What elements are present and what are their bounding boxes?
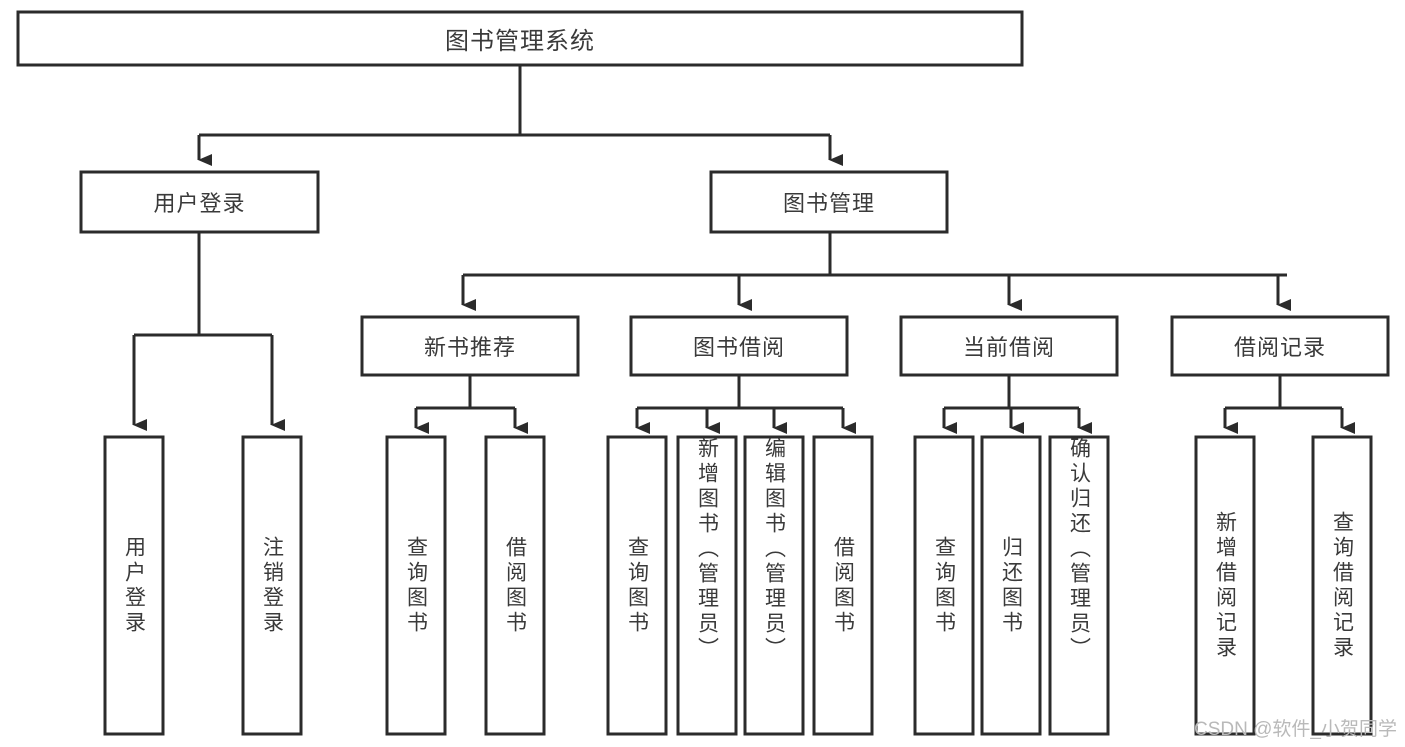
- node-leaf-confirm-return[interactable]: [1048, 435, 1110, 736]
- node-leaf-query-record[interactable]: [1311, 435, 1373, 736]
- node-leaf-borrow-book-1[interactable]: [484, 435, 546, 736]
- node-leaf-edit-book[interactable]: [743, 435, 805, 736]
- csdn-watermark: CSDN @软件_小贺同学: [1194, 719, 1397, 740]
- node-leaf-query-book-2[interactable]: [606, 435, 668, 736]
- node-book-management[interactable]: [709, 170, 949, 234]
- node-user-login[interactable]: [79, 170, 320, 234]
- node-leaf-query-book-1[interactable]: [385, 435, 447, 736]
- node-borrow-records[interactable]: [1170, 315, 1390, 377]
- node-leaf-user-login[interactable]: [103, 435, 165, 736]
- node-leaf-borrow-book-2[interactable]: [812, 435, 874, 736]
- node-leaf-query-book-3[interactable]: [913, 435, 975, 736]
- node-root-book-management-system[interactable]: [16, 10, 1024, 67]
- node-current-borrow[interactable]: [899, 315, 1119, 377]
- node-leaf-add-book[interactable]: [676, 435, 738, 736]
- node-leaf-logout[interactable]: [241, 435, 303, 736]
- node-leaf-add-record[interactable]: [1194, 435, 1256, 736]
- node-leaf-return-book[interactable]: [980, 435, 1042, 736]
- node-book-borrow[interactable]: [629, 315, 849, 377]
- node-new-book-recommend[interactable]: [360, 315, 580, 377]
